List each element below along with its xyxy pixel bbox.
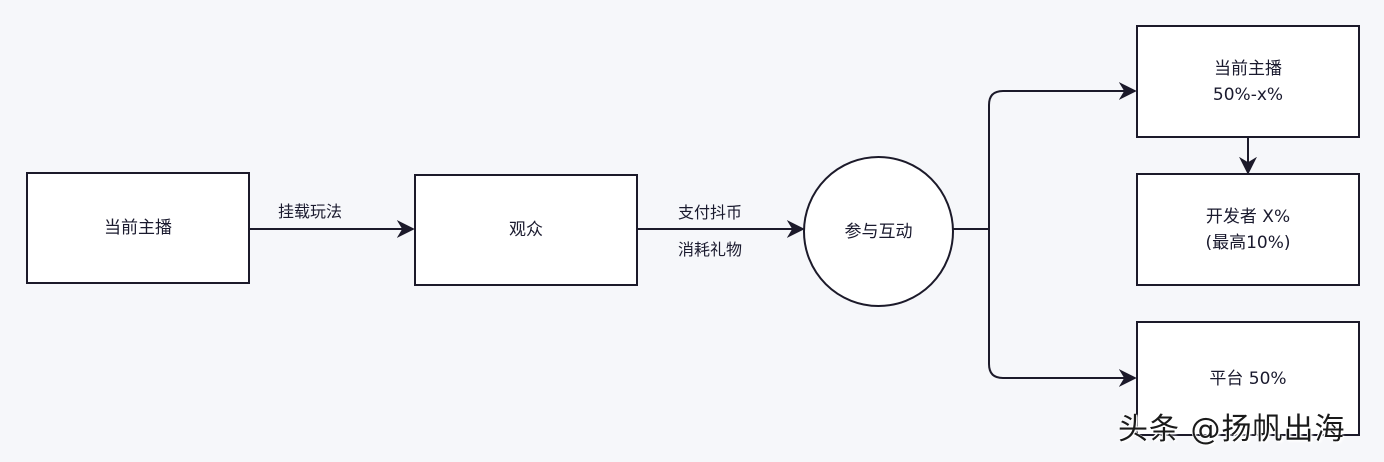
node-audience-label: 观众 — [509, 220, 543, 240]
node-streamer-share-line1: 当前主播 — [1214, 58, 1282, 79]
node-streamer-label: 当前主播 — [104, 218, 172, 238]
node-developer-share-line1: 开发者 X% — [1205, 206, 1291, 227]
node-audience[interactable]: 观众 — [414, 174, 638, 286]
edge-label-mount-game: 挂载玩法 — [278, 202, 342, 222]
node-interact[interactable]: 参与互动 — [803, 156, 954, 307]
node-platform-share-label: 平台 50% — [1209, 368, 1287, 389]
node-interact-label: 参与互动 — [844, 221, 913, 242]
edge-label-pay-coins-text: 支付抖币 — [678, 203, 743, 222]
node-streamer-share-line2: 50%-x% — [1212, 84, 1284, 105]
node-streamer[interactable]: 当前主播 — [26, 172, 250, 284]
edge-label-mount-game-text: 挂载玩法 — [278, 202, 343, 221]
edge-branch-to-streamer-share — [988, 82, 1137, 229]
node-streamer-share[interactable]: 当前主播 50%-x% — [1136, 25, 1360, 138]
node-developer-share-line2: (最高10%) — [1205, 232, 1291, 253]
edge-label-pay-coins: 支付抖币 — [678, 203, 742, 223]
edge-label-consume-gifts: 消耗礼物 — [678, 240, 742, 260]
node-platform-share[interactable]: 平台 50% — [1136, 321, 1360, 436]
edge-label-consume-gifts-text: 消耗礼物 — [678, 240, 743, 259]
watermark: 头条 @扬帆出海 — [1118, 412, 1346, 447]
edge-branch-to-platform — [988, 229, 1137, 387]
node-developer-share[interactable]: 开发者 X% (最高10%) — [1136, 173, 1360, 286]
